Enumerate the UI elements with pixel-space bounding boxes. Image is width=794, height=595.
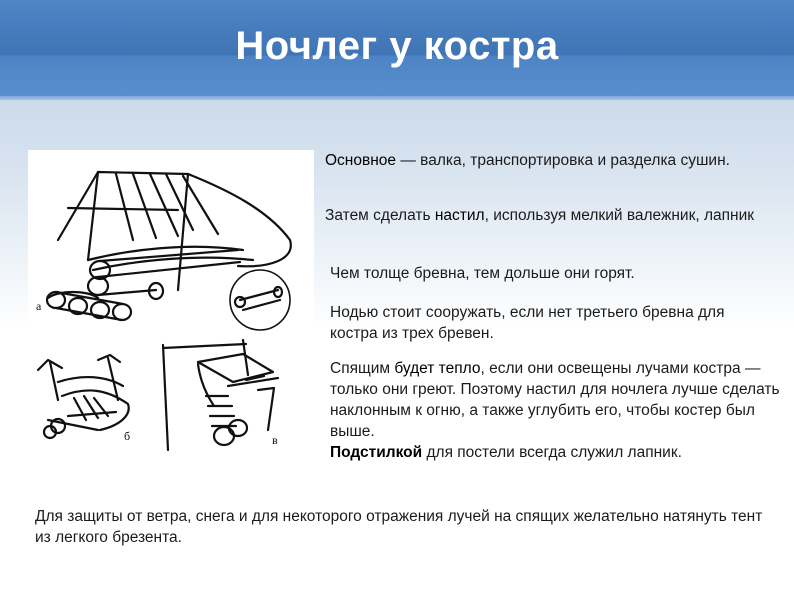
log-inset-circle bbox=[229, 269, 291, 331]
term-nastil: настил bbox=[434, 207, 485, 224]
paragraph-warmth-mid: , если они освещены лучами костра — толь… bbox=[330, 360, 780, 440]
paragraph-nodya: Нодью стоит сооружать, если нет третьего… bbox=[330, 304, 725, 342]
paragraph-tent: Для защиты от ветра, снега и для некотор… bbox=[35, 508, 763, 546]
label-c: в bbox=[272, 433, 278, 447]
label-b: б bbox=[124, 429, 130, 443]
term-budet-teplo: будет тепло bbox=[394, 360, 481, 377]
shelter-frame bbox=[56, 170, 190, 292]
paragraph-nastil-rest: , используя мелкий валежник, лапник bbox=[484, 207, 755, 224]
paragraph-thick-logs: Чем толще бревна, тем дольше они горят. bbox=[330, 265, 635, 282]
campfire-sketch-svg: а б в bbox=[36, 170, 292, 452]
campfire-illustration: а б в bbox=[28, 150, 314, 452]
canopy-outline bbox=[186, 172, 292, 268]
term-podstilkoy: Подстилкой bbox=[330, 444, 423, 461]
title-bar: Ночлег у костра bbox=[0, 0, 794, 100]
paragraph-nastil: Затем сделать настил, используя мелкий в… bbox=[325, 205, 765, 226]
label-a: а bbox=[36, 299, 42, 313]
paragraph-nastil-pre: Затем сделать bbox=[325, 207, 435, 224]
paragraph-warmth: Спящим будет тепло, если они освещены лу… bbox=[330, 358, 780, 463]
paragraph-main-task-rest: — валка, транспортировка и разделка суши… bbox=[396, 152, 730, 169]
paragraph-main-task: Основное — валка, транспортировка и разд… bbox=[325, 150, 765, 171]
paragraph-warmth-pre: Спящим bbox=[330, 360, 395, 377]
paragraph-warmth-rest: для постели всегда служил лапник. bbox=[422, 444, 682, 461]
term-osnovnoe: Основное bbox=[325, 152, 397, 169]
slide-title: Ночлег у костра bbox=[235, 24, 559, 68]
